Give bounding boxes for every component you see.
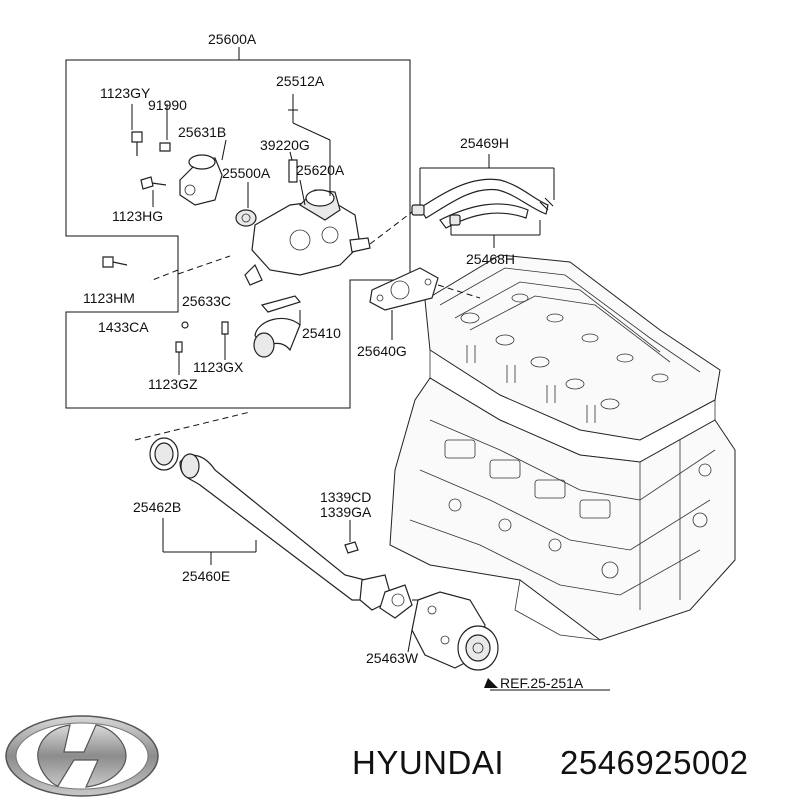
water-outlet-housing xyxy=(244,189,371,286)
label-25600a: 25600A xyxy=(208,31,257,47)
brand-name: HYUNDAI xyxy=(352,744,504,781)
water-pipe-assembly xyxy=(134,411,430,619)
label-25468h: 25468H xyxy=(466,251,515,267)
hyundai-logo-icon xyxy=(5,715,159,797)
thermostat xyxy=(235,209,257,227)
label-1123gy: 1123GY xyxy=(100,85,151,101)
label-1123gz: 1123GZ xyxy=(148,376,198,392)
leader-lines-upper xyxy=(131,94,331,208)
label-25633c: 25633C xyxy=(182,293,231,309)
label-1339cd: 1339CD xyxy=(320,489,371,505)
label-1123gx: 1123GX xyxy=(193,359,244,375)
label-25410: 25410 xyxy=(302,325,341,341)
label-25631b: 25631B xyxy=(178,124,226,140)
label-25512a: 25512A xyxy=(276,73,325,89)
label-1123hg: 1123HG xyxy=(112,208,163,224)
label-25463w: 25463W xyxy=(366,650,419,666)
inlet-fitting xyxy=(175,295,302,375)
label-1433ca: 1433CA xyxy=(98,319,149,335)
gasket-25640g xyxy=(369,267,481,340)
label-39220g: 39220G xyxy=(260,137,310,153)
label-reference: REF.25-251A xyxy=(500,675,584,691)
label-1339ga: 1339GA xyxy=(320,504,372,520)
thermostat-assembly-box xyxy=(65,47,411,409)
label-25640g: 25640G xyxy=(357,343,407,359)
part-labels: 25600A 25512A 1123GY 91990 25631B 39220G… xyxy=(83,31,584,691)
engine-block-illustration xyxy=(389,254,736,641)
water-pump xyxy=(407,591,610,691)
label-25462b: 25462B xyxy=(133,499,181,515)
label-25469h: 25469H xyxy=(460,135,509,151)
label-91990: 91990 xyxy=(148,97,187,113)
label-25460e: 25460E xyxy=(182,568,230,584)
label-25620a: 25620A xyxy=(296,162,345,178)
label-25500a: 25500A xyxy=(222,165,271,181)
label-1123hm: 1123HM xyxy=(83,290,135,306)
part-number: 2546925002 xyxy=(560,744,749,781)
bolts-upper xyxy=(102,105,298,268)
thermostat-cover xyxy=(179,154,223,206)
coolant-hose xyxy=(369,154,555,248)
